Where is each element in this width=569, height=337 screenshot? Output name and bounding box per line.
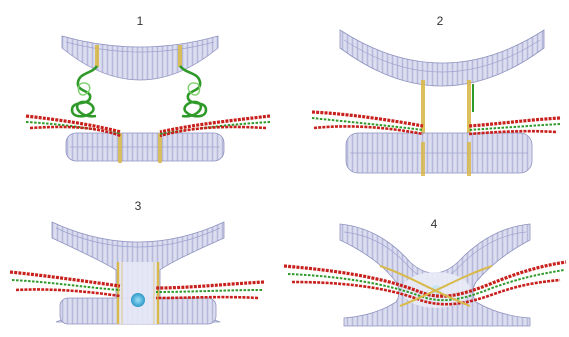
cargo-molecule <box>131 293 145 307</box>
transmembrane-helix <box>95 45 99 67</box>
t-snare-bundle-right <box>156 282 264 298</box>
transmembrane-helix <box>467 142 471 176</box>
panel-number-1: 1 <box>137 14 144 28</box>
panel-number-3: 3 <box>135 199 142 213</box>
t-snare-bundle-right <box>469 118 560 134</box>
panel-2: 2 <box>312 14 560 176</box>
v-snare-coil-left <box>72 66 97 116</box>
panel-3: 3 <box>10 199 264 324</box>
panel-number-2: 2 <box>437 14 444 28</box>
vesicle-membrane <box>340 30 544 86</box>
panel-1: 1 <box>26 14 270 163</box>
panel-4: 4 <box>284 217 566 326</box>
v-snare-coil-right <box>180 66 206 116</box>
transmembrane-helix <box>421 142 425 176</box>
t-snare-bundle-left <box>312 112 423 134</box>
transmembrane-helix <box>178 45 182 67</box>
transmembrane-helix <box>118 133 122 163</box>
panel-number-4: 4 <box>431 217 438 231</box>
t-snare-bundle-left <box>10 272 120 296</box>
transmembrane-helix <box>158 133 162 163</box>
